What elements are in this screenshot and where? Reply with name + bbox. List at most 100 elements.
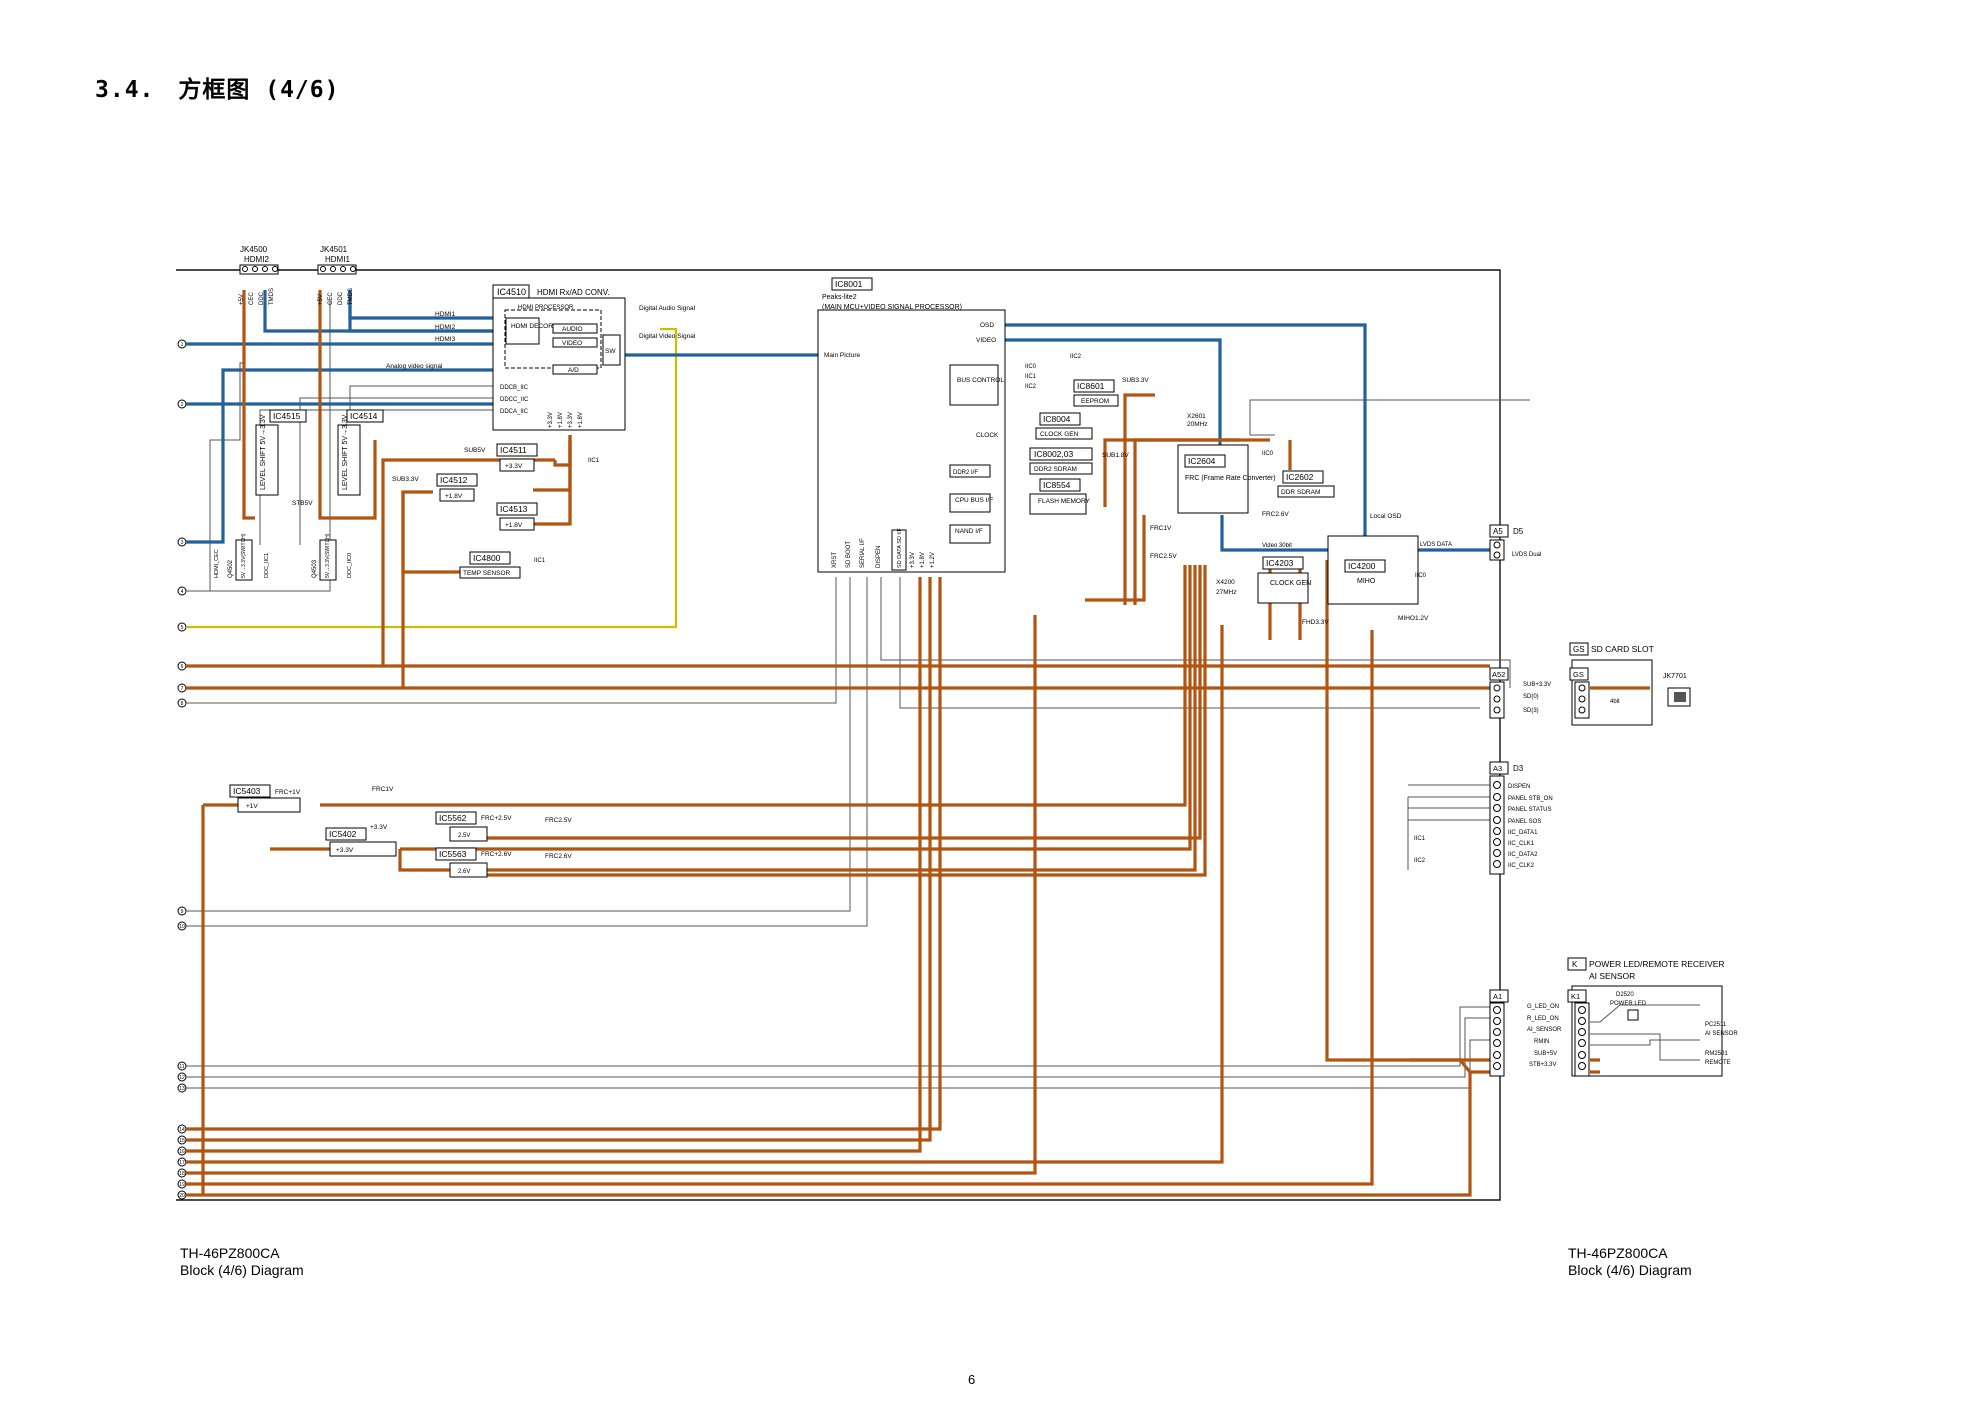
svg-text:CLOCK GEN: CLOCK GEN bbox=[1270, 580, 1311, 587]
svg-text:K1: K1 bbox=[1571, 992, 1580, 1001]
ic4515-ref: IC4515 bbox=[273, 411, 301, 421]
svg-text:FRC2.6V: FRC2.6V bbox=[1262, 511, 1289, 518]
svg-text:FRC2.5V: FRC2.5V bbox=[545, 817, 572, 824]
svg-text:SERIAL I/F: SERIAL I/F bbox=[860, 538, 866, 568]
svg-text:A52: A52 bbox=[1492, 670, 1505, 679]
svg-text:18: 18 bbox=[179, 1171, 185, 1177]
svg-text:IIC0: IIC0 bbox=[1415, 573, 1427, 579]
marker-2: 2 bbox=[177, 399, 187, 409]
svg-text:DISPEN: DISPEN bbox=[1508, 784, 1530, 790]
svg-text:6: 6 bbox=[181, 664, 184, 670]
jk4500-ref: JK4500 bbox=[240, 245, 268, 254]
svg-text:FRC1V: FRC1V bbox=[372, 786, 394, 793]
svg-text:BUS CONTROL: BUS CONTROL bbox=[957, 377, 1004, 384]
svg-text:20: 20 bbox=[179, 1193, 185, 1199]
svg-text:+1.8V: +1.8V bbox=[578, 412, 584, 428]
svg-text:+3.3V: +3.3V bbox=[910, 552, 916, 568]
svg-text:DDCC_IIC: DDCC_IIC bbox=[500, 397, 529, 403]
svg-text:DDR2 I/F: DDR2 I/F bbox=[953, 470, 978, 476]
digital-audio-label: Digital Audio Signal bbox=[639, 305, 696, 312]
hdmi-decoder-label: HDMI DECORD bbox=[511, 323, 558, 330]
svg-text:19: 19 bbox=[179, 1182, 185, 1188]
svg-text:SUB1.8V: SUB1.8V bbox=[1102, 452, 1129, 459]
svg-text:DDCA_IIC: DDCA_IIC bbox=[500, 409, 529, 415]
svg-text:20MHz: 20MHz bbox=[1187, 421, 1208, 428]
footer-right-model: TH-46PZ800CA bbox=[1568, 1245, 1668, 1261]
svg-text:IIC_CLK1: IIC_CLK1 bbox=[1508, 841, 1535, 847]
svg-text:FHD3.3V: FHD3.3V bbox=[1302, 619, 1329, 626]
svg-text:SUB5V: SUB5V bbox=[464, 447, 486, 454]
svg-text:IIC0: IIC0 bbox=[1262, 451, 1274, 457]
svg-text:HDMI2: HDMI2 bbox=[435, 324, 456, 331]
svg-text:NAND I/F: NAND I/F bbox=[955, 528, 983, 535]
svg-text:GS: GS bbox=[1573, 670, 1584, 679]
svg-text:14: 14 bbox=[179, 1127, 185, 1133]
ic4510-block: IC4510 HDMI Rx/AD CONV. HDMI PROCESSOR H… bbox=[386, 284, 696, 464]
svg-text:TEMP SENSOR: TEMP SENSOR bbox=[463, 570, 511, 577]
ic4513-ref: IC4513 bbox=[500, 504, 528, 514]
svg-text:IIC2: IIC2 bbox=[1070, 354, 1082, 360]
page-number: 6 bbox=[968, 1372, 976, 1387]
svg-text:+3.3V: +3.3V bbox=[336, 847, 354, 854]
svg-text:(MAIN MCU+VIDEO SIGNAL PROCESS: (MAIN MCU+VIDEO SIGNAL PROCESSOR) bbox=[822, 304, 962, 311]
footer-right-caption: Block (4/6) Diagram bbox=[1568, 1262, 1692, 1278]
svg-text:+3.3V: +3.3V bbox=[370, 824, 388, 831]
svg-text:+1.8V: +1.8V bbox=[505, 522, 523, 529]
svg-text:FRC2.5V: FRC2.5V bbox=[1150, 553, 1177, 560]
svg-text:DISPEN: DISPEN bbox=[876, 546, 882, 568]
svg-text:PANEL SOS: PANEL SOS bbox=[1508, 819, 1541, 825]
ic5402-ref: IC5402 bbox=[329, 829, 357, 839]
svg-text:8: 8 bbox=[181, 701, 184, 707]
svg-text:Q4503: Q4503 bbox=[312, 559, 318, 578]
svg-text:10: 10 bbox=[179, 924, 185, 930]
svg-text:D2520: D2520 bbox=[1616, 992, 1634, 998]
sd-card-slot: GS SD CARD SLOT A52 GS SUB+3.3V SD(0) SD… bbox=[1489, 642, 1691, 726]
svg-text:Video 30bit: Video 30bit bbox=[1262, 543, 1292, 549]
ic5563-ref: IC5563 bbox=[439, 849, 467, 859]
analog-video-label: Analog video signal bbox=[386, 363, 443, 370]
svg-text:GS: GS bbox=[1573, 645, 1585, 654]
svg-text:+5V: +5V bbox=[318, 294, 324, 305]
svg-text:Q4502: Q4502 bbox=[228, 559, 234, 578]
svg-text:AI SENSOR: AI SENSOR bbox=[1705, 1031, 1738, 1037]
ic4203-ref: IC4203 bbox=[1266, 558, 1294, 568]
svg-text:+5V: +5V bbox=[239, 294, 245, 305]
svg-text:FLASH MEMORY: FLASH MEMORY bbox=[1038, 498, 1091, 505]
diagram-frame bbox=[176, 269, 1501, 1201]
ic4200-ref: IC4200 bbox=[1348, 561, 1376, 571]
svg-text:DDR SDRAM: DDR SDRAM bbox=[1281, 489, 1320, 496]
svg-text:5V→3.3V(SWITCH): 5V→3.3V(SWITCH) bbox=[241, 533, 247, 578]
svg-text:STB+3.3V: STB+3.3V bbox=[1529, 1062, 1557, 1068]
hdmi2-connector: JK4500 HDMI2 +5V CEC DDC TMDS bbox=[239, 245, 279, 305]
svg-text:SUB3.3V: SUB3.3V bbox=[1122, 377, 1149, 384]
ic4510-title: HDMI Rx/AD CONV. bbox=[537, 288, 610, 297]
marker-16: 16 bbox=[177, 1146, 187, 1156]
svg-text:FRC2.6V: FRC2.6V bbox=[545, 853, 572, 860]
svg-text:LEVEL SHIFT 5V→3.3V: LEVEL SHIFT 5V→3.3V bbox=[260, 414, 267, 490]
svg-text:AUDIO: AUDIO bbox=[562, 326, 583, 333]
svg-text:SUB3.3V: SUB3.3V bbox=[392, 476, 419, 483]
footer-left: TH-46PZ800CA Block (4/6) Diagram bbox=[180, 1245, 304, 1279]
svg-text:DDC_IIC1: DDC_IIC1 bbox=[264, 553, 270, 578]
ic4800-ref: IC4800 bbox=[473, 553, 501, 563]
jk4500-name: HDMI2 bbox=[244, 255, 269, 264]
jk4501-ref: JK4501 bbox=[320, 245, 348, 254]
svg-text:DDC: DDC bbox=[338, 291, 344, 305]
svg-text:REMOTE: REMOTE bbox=[1705, 1060, 1731, 1066]
svg-text:IIC1: IIC1 bbox=[1414, 836, 1426, 842]
svg-text:1: 1 bbox=[181, 342, 184, 348]
svg-text:13: 13 bbox=[179, 1086, 185, 1092]
svg-text:HDMI3: HDMI3 bbox=[435, 336, 456, 343]
svg-text:27MHz: 27MHz bbox=[1216, 589, 1237, 596]
svg-text:G_LED_ON: G_LED_ON bbox=[1527, 1004, 1559, 1010]
svg-text:DDCB_IIC: DDCB_IIC bbox=[500, 385, 529, 391]
svg-text:PANEL STB_ON: PANEL STB_ON bbox=[1508, 796, 1553, 802]
svg-text:5V→3.3V(SWITCH): 5V→3.3V(SWITCH) bbox=[325, 533, 331, 578]
svg-text:TMDS: TMDS bbox=[269, 288, 275, 305]
svg-text:+1.8V: +1.8V bbox=[558, 412, 564, 428]
svg-text:JK7701: JK7701 bbox=[1663, 673, 1687, 680]
regulators-lower: IC5403 FRC+1V +1V FRC1V IC5402 +3.3V +3.… bbox=[229, 784, 572, 878]
svg-text:POWER LED/REMOTE RECEIVER: POWER LED/REMOTE RECEIVER bbox=[1589, 959, 1725, 969]
marker-5: 5 bbox=[177, 622, 187, 632]
